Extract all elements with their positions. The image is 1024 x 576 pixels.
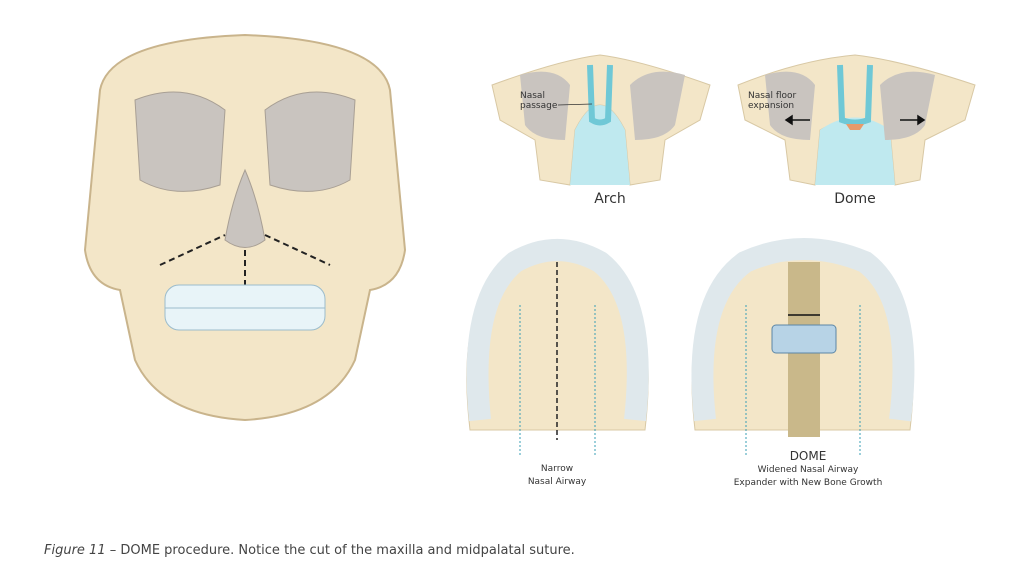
narrow-palate-illustration: Narrow Nasal Airway xyxy=(466,239,649,487)
dome-palate-title: DOME xyxy=(790,449,827,463)
skull-illustration xyxy=(83,33,407,422)
arch-title: Arch xyxy=(594,191,626,207)
dome-callout-line2: expansion xyxy=(748,101,794,111)
figure-label: Figure 11 xyxy=(44,543,106,558)
narrow-caption-line1: Narrow xyxy=(541,464,573,474)
dome-cross-section: Nasal floor expansion Dome xyxy=(737,54,976,207)
arch-callout-line1: Nasal xyxy=(520,91,545,101)
narrow-caption-line2: Nasal Airway xyxy=(528,477,587,487)
dome-caption-line1: Widened Nasal Airway xyxy=(758,465,859,475)
figure-caption-text: – DOME procedure. Notice the cut of the … xyxy=(105,543,575,558)
dome-title: Dome xyxy=(834,191,876,207)
dome-palate-illustration: DOME Widened Nasal Airway Expander with … xyxy=(691,238,915,488)
arch-callout-line2: passage xyxy=(520,101,558,111)
dome-caption-line2: Expander with New Bone Growth xyxy=(734,478,883,488)
dome-callout-line1: Nasal floor xyxy=(748,91,796,101)
figure-caption: Figure 11 – DOME procedure. Notice the c… xyxy=(44,543,575,558)
arch-cross-section: Nasal passage Arch xyxy=(491,54,711,207)
